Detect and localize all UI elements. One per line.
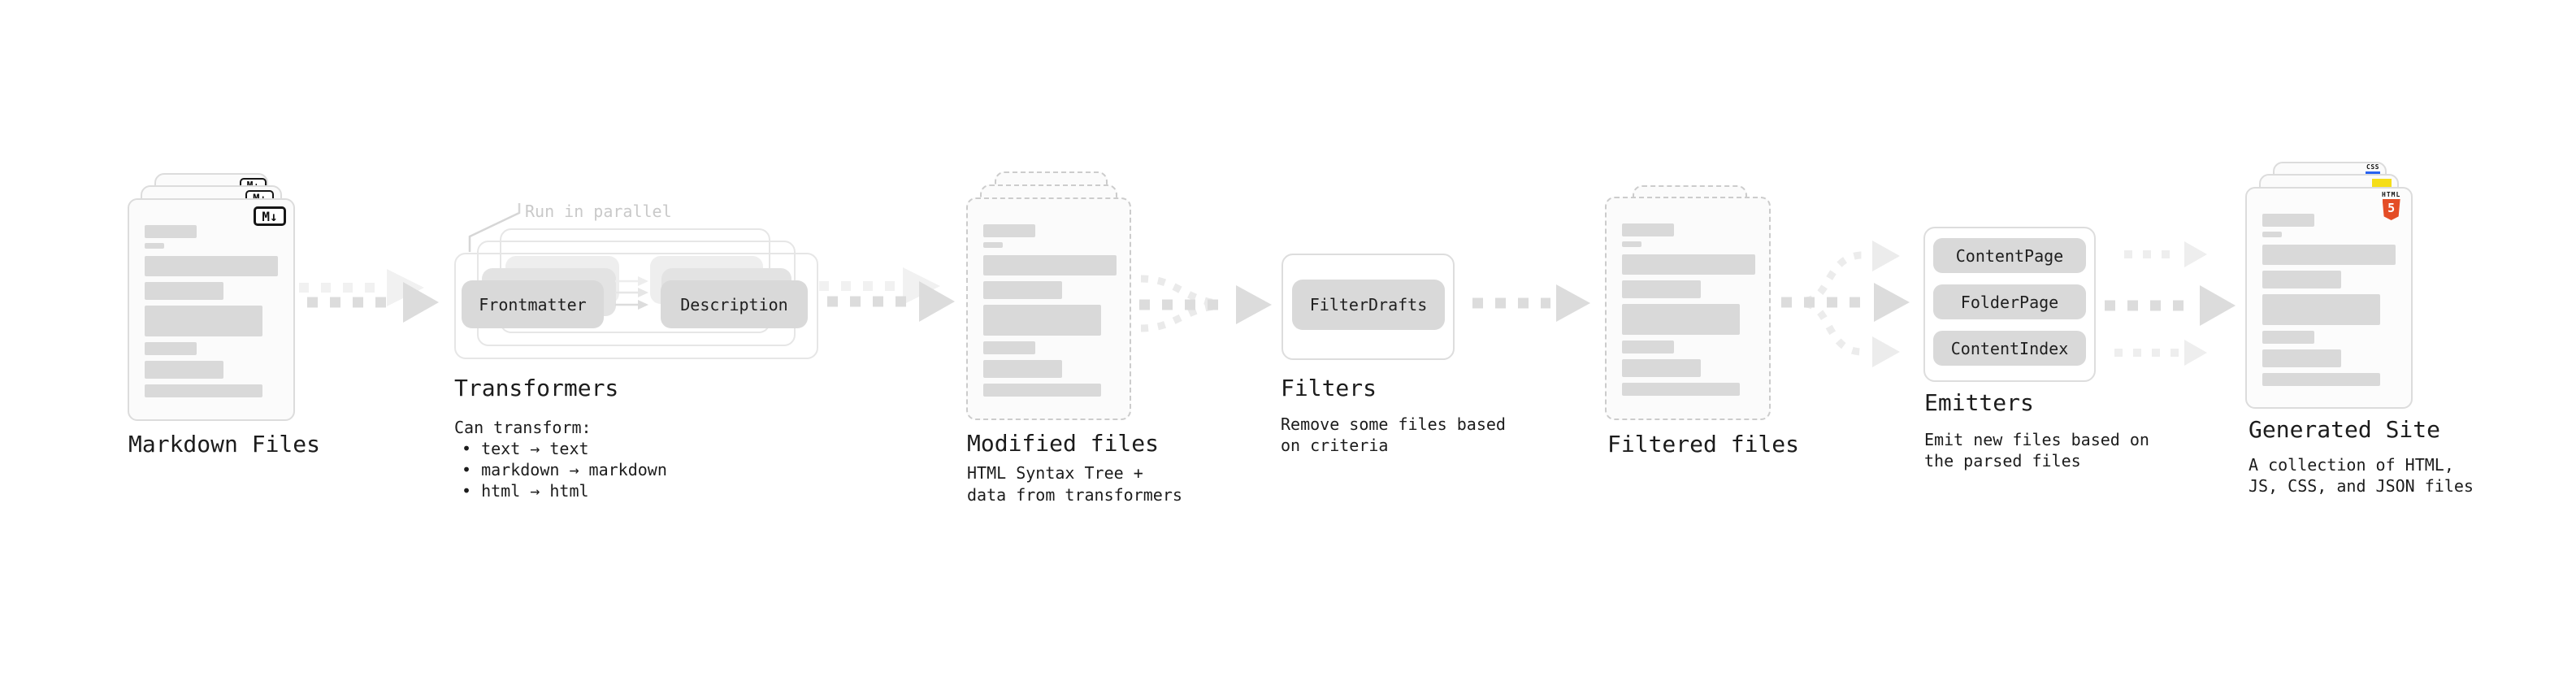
contentindex-pill: ContentIndex [1933,331,2086,366]
generated-file-card-html [2245,187,2413,409]
stage-label-markdown-files: Markdown Files [128,431,321,458]
text-placeholder-bar [983,224,1035,237]
text-placeholder-bar [1622,254,1755,275]
markdown-file-card [128,198,295,421]
markdown-icon: M↓ [254,206,286,226]
text-placeholder-bar [145,306,262,336]
stage-heading-transformers: Transformers [454,375,619,401]
emitters-description: the parsed files [1924,451,2081,471]
filterdrafts-pill: FilterDrafts [1292,280,1445,330]
frontmatter-pill: Frontmatter [462,280,604,328]
text-placeholder-bar [145,243,164,249]
stage-heading-filters: Filters [1281,375,1377,401]
arrow-transformers-to-modified [819,267,955,322]
stage-label-generated-site: Generated Site [2249,416,2441,443]
filtered-file-card [1605,197,1771,420]
arrow-modified-to-filters [1139,275,1272,332]
text-placeholder-bar [145,256,278,276]
text-placeholder-bar [145,361,223,379]
text-placeholder-bar [983,384,1101,397]
text-placeholder-bar [983,360,1062,378]
generated-site-description: JS, CSS, and JSON files [2249,476,2474,496]
arrow-markdown-to-transformers [299,269,439,323]
text-placeholder-bar [2262,214,2314,227]
stage-heading-emitters: Emitters [1924,389,2034,416]
text-placeholder-bar [983,281,1062,299]
stage-label-filtered-files: Filtered files [1607,431,1800,458]
arrow-filters-to-filtered [1472,284,1590,322]
modified-files-description: data from transformers [967,485,1182,505]
html5-icon: HTML 5 [2382,192,2400,220]
text-placeholder-bar [145,342,197,355]
text-placeholder-bar [2262,373,2380,386]
text-placeholder-bar [2262,245,2396,265]
text-placeholder-bar [1622,280,1701,298]
generated-site-description: A collection of HTML, [2249,455,2454,475]
text-placeholder-bar [145,225,197,238]
text-placeholder-bar [1622,359,1701,377]
text-placeholder-bar [2262,271,2341,288]
text-placeholder-bar [2262,349,2341,367]
description-pill: Description [661,280,808,328]
text-placeholder-bar [983,242,1003,248]
js-icon [2372,179,2392,188]
arrow-filtered-to-emitters [1781,241,1910,367]
contentpage-pill: ContentPage [1933,238,2086,273]
run-in-parallel-note: Run in parallel [525,202,672,221]
transformer-layer-front [454,253,818,359]
text-placeholder-bar [2262,294,2380,325]
text-placeholder-bar [983,255,1117,275]
transformers-bullet: • markdown → markdown [462,460,667,479]
modified-files-description: HTML Syntax Tree + [967,463,1143,483]
transformers-bullet: • text → text [462,439,589,458]
text-placeholder-bar [1622,340,1674,354]
transformers-bullet: • html → html [462,481,589,501]
text-placeholder-bar [1622,241,1641,247]
text-placeholder-bar [145,282,223,300]
text-placeholder-bar [2262,331,2314,344]
filters-description: on criteria [1281,436,1389,455]
css-icon: CSS [2366,164,2380,175]
text-placeholder-bar [983,305,1101,336]
text-placeholder-bar [1622,383,1740,396]
filters-description: Remove some files based [1281,414,1506,434]
folderpage-pill: FolderPage [1933,284,2086,319]
stage-label-modified-files: Modified files [967,430,1160,457]
arrow-emitters-to-generated [2105,241,2236,366]
text-placeholder-bar [1622,223,1674,236]
text-placeholder-bar [1622,304,1740,335]
modified-file-card [966,197,1131,420]
emitters-description: Emit new files based on [1924,430,2149,449]
text-placeholder-bar [145,384,262,397]
text-placeholder-bar [2262,232,2282,237]
text-placeholder-bar [983,341,1035,354]
transformers-description: Can transform: [454,418,592,437]
